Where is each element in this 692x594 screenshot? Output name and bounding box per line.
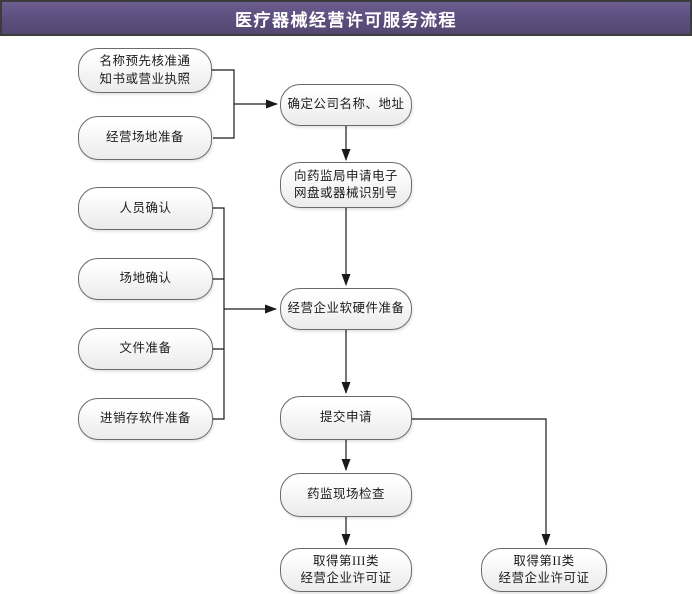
node-inventory-software-prep: 进销存软件准备 [78, 398, 213, 440]
connector-top-brace [212, 69, 235, 139]
node-class-iii-license: 取得第III类 经营企业许可证 [280, 548, 412, 592]
node-onsite-inspection: 药监现场检查 [280, 473, 412, 517]
node-document-prep: 文件准备 [78, 328, 213, 370]
connector-submit-to-class2 [412, 418, 551, 546]
node-class-ii-license: 取得第II类 经营企业许可证 [481, 548, 607, 592]
node-site-confirm: 场地确认 [78, 258, 213, 300]
node-apply-device-id: 向药监局申请电子 网盘或器械识别号 [280, 162, 412, 208]
title-banner: 医疗器械经营许可服务流程 [0, 0, 692, 36]
connector-left-brace [213, 207, 225, 420]
node-site-prep: 经营场地准备 [78, 116, 212, 160]
page-title: 医疗器械经营许可服务流程 [235, 10, 457, 30]
node-enterprise-hw-sw-prep: 经营企业软硬件准备 [280, 288, 412, 330]
node-name-approval: 名称预先核准通 知书或营业执照 [78, 48, 212, 93]
node-company-name-address: 确定公司名称、地址 [280, 84, 412, 126]
node-personnel-confirm: 人员确认 [78, 187, 213, 230]
node-submit-application: 提交申请 [280, 396, 412, 440]
